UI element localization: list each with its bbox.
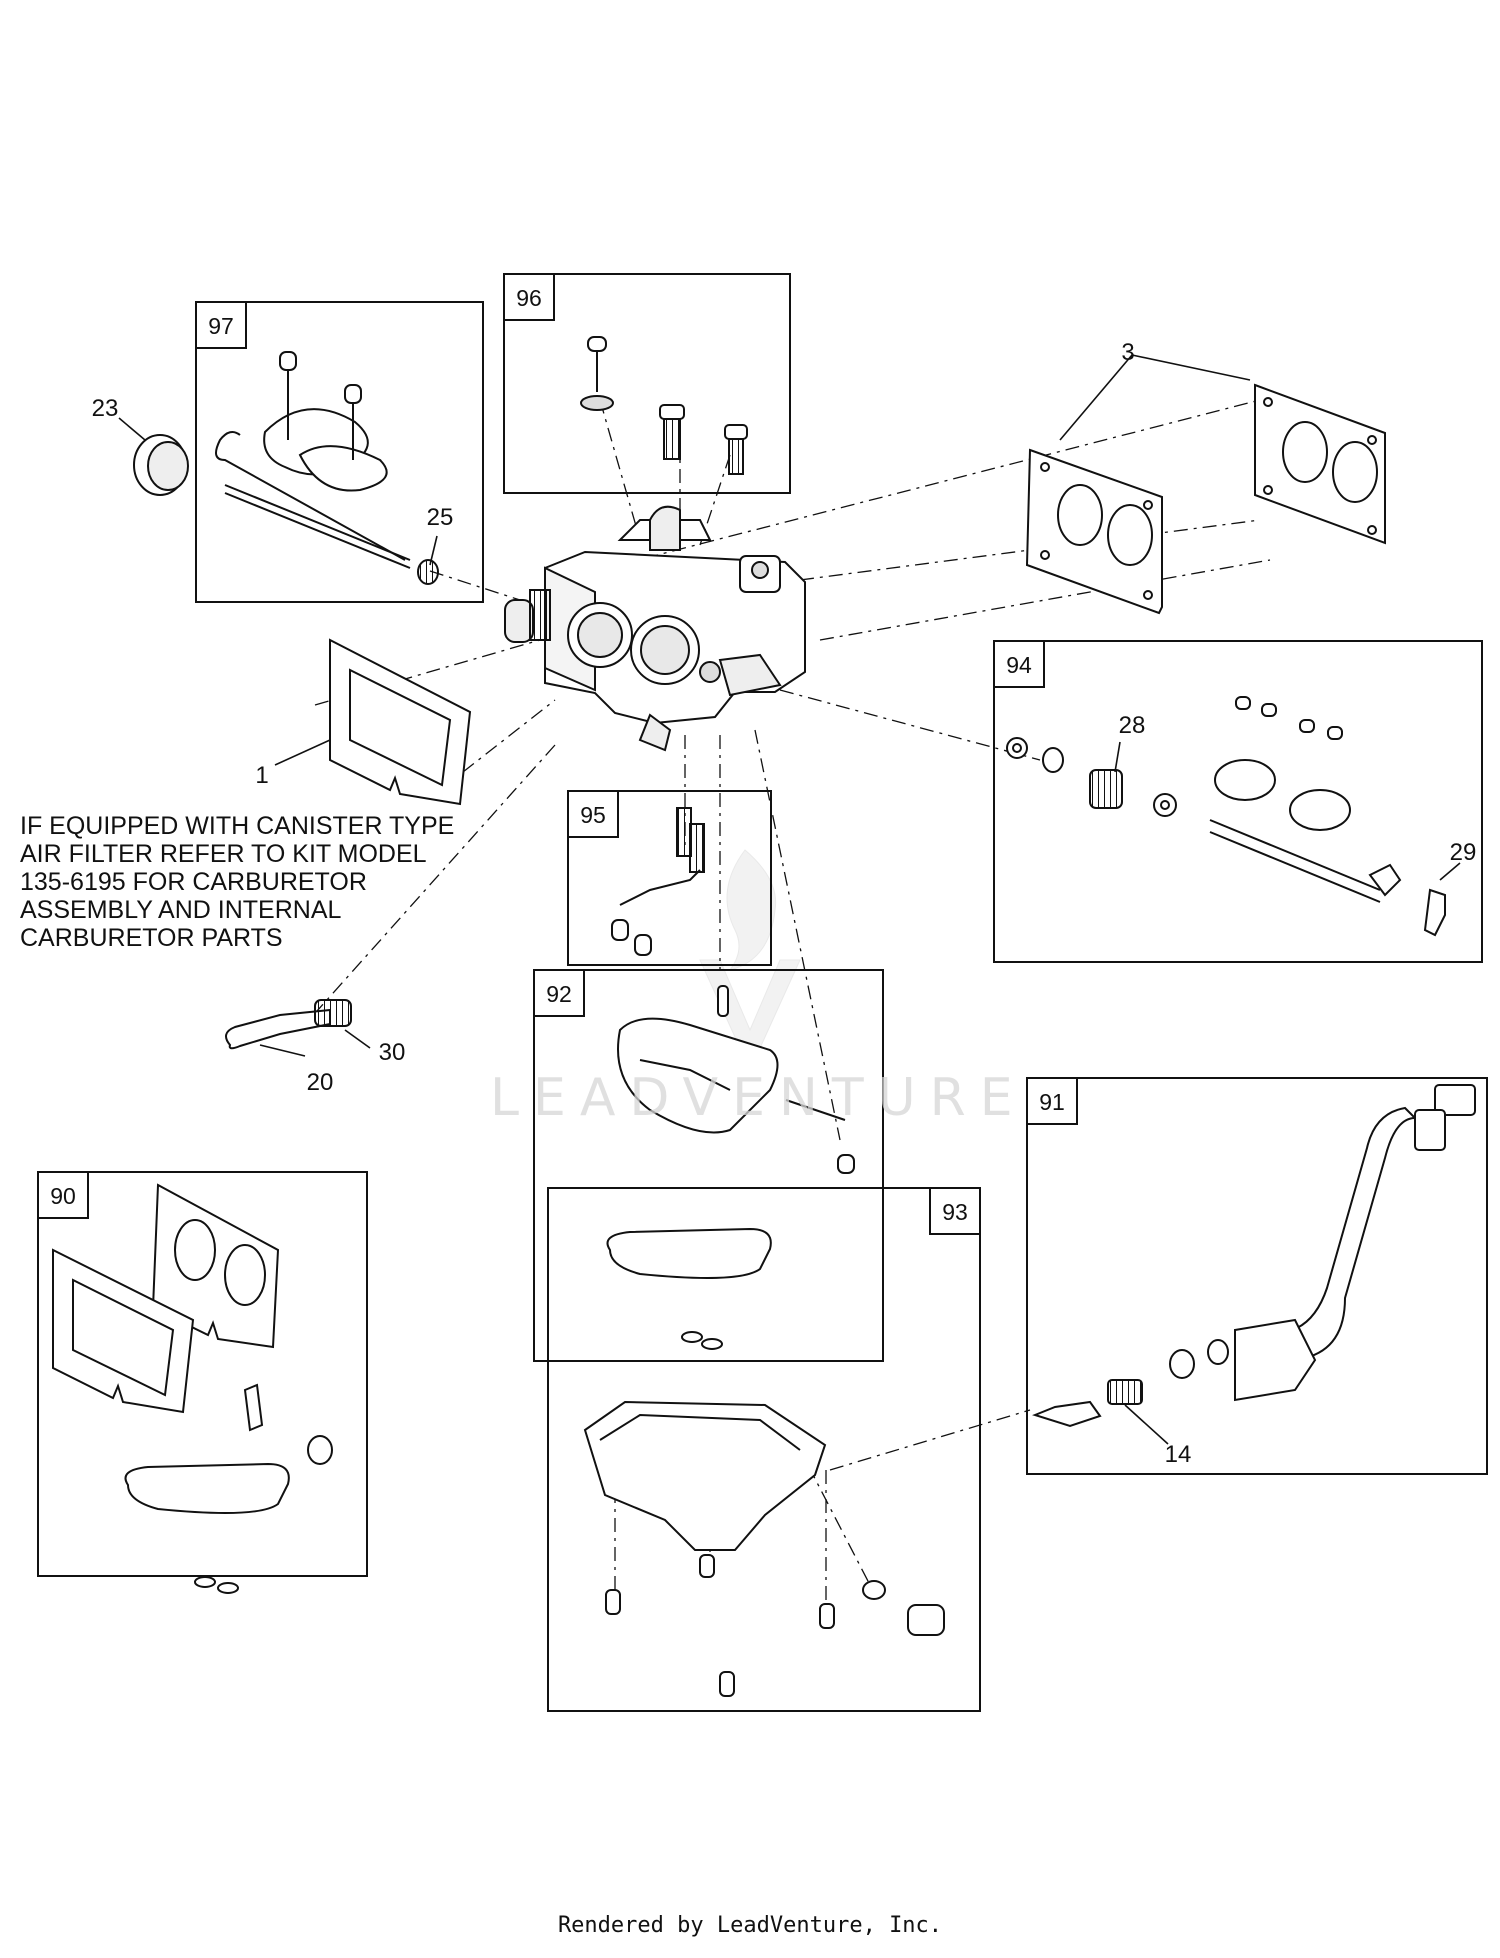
callout-30: 30 [379,1039,406,1066]
watermark-text: LEADVENTURE [490,1068,1027,1128]
kit-number-97: 97 [208,313,234,339]
kit-box-95: 95 [567,790,772,966]
callout-29: 20 [307,1069,334,1096]
gasket-1 [329,638,472,806]
kit-97-contents [215,351,439,585]
kit-90-contents [52,1183,333,1594]
parts-29-30 [225,999,352,1050]
carburetor-body [504,505,806,752]
kit-box-91: 91 [1026,1077,1488,1475]
callout-numbers: 23 25 3 28 29 1 30 20 14 [92,339,1477,1468]
kit-box-94: 94 [993,640,1483,963]
callout-3: 3 [1121,339,1134,366]
kit-box-93: 93 [547,1187,981,1712]
kit-92-contents [617,985,855,1174]
kit-box-97: 97 [195,301,484,603]
callout-14: 14 [1165,1441,1192,1468]
callout-20: 23 [92,395,119,422]
kit-95-contents [611,807,705,956]
kit-number-92: 92 [546,981,572,1007]
kit-94-contents [1006,696,1446,937]
kit-number-95: 95 [580,802,606,828]
kit-91-contents [1032,1084,1476,1428]
canister-filter-note: IF EQUIPPED WITH CANISTER TYPE AIR FILTE… [20,812,455,952]
part-20-cap [133,434,189,496]
kit-number-90: 90 [50,1183,76,1209]
callout-leaders [118,354,1461,1445]
kit-96-contents [580,336,748,475]
kit-number-93: 93 [942,1199,968,1225]
kit-box-92: 92 [533,969,884,1362]
callout-25: 28 [1119,712,1146,739]
kit-number-91: 91 [1039,1089,1065,1115]
callout-1: 1 [255,762,268,789]
footer-credit: Rendered by LeadVenture, Inc. [557,1913,943,1938]
kit-93-contents [583,1227,945,1697]
kit-number-94: 94 [1006,652,1032,678]
callout-28: 29 [1450,839,1477,866]
kit-box-90: 90 [37,1171,368,1577]
kit-box-96: 96 [503,273,791,494]
gasket-3 [1025,383,1386,615]
kit-number-96: 96 [516,285,542,311]
callout-23: 25 [427,504,454,531]
